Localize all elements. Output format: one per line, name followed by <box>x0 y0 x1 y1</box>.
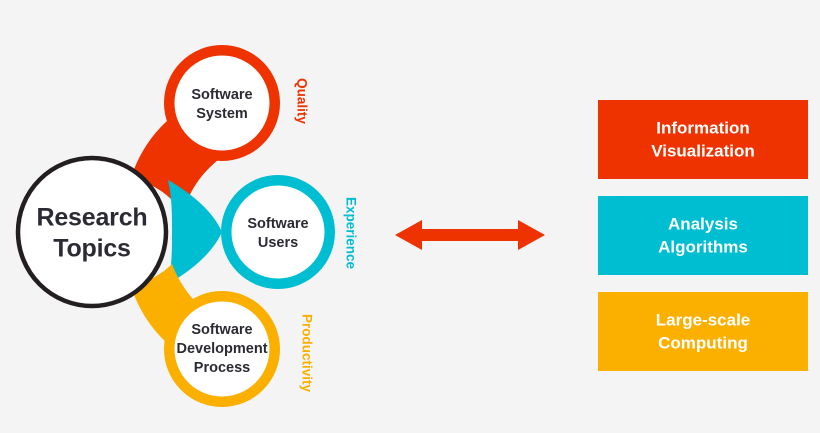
side-label-quality: Quality <box>294 78 309 124</box>
software-users-label-line1: Software <box>247 216 308 232</box>
connector-wedge-experience <box>168 180 222 284</box>
box-large-scale-computing[interactable]: Large-scale Computing <box>598 292 808 371</box>
branch-software-users[interactable]: Software Users <box>247 216 308 251</box>
sdp-label-line3: Process <box>194 360 250 376</box>
box-analysis-algorithms-bg <box>598 196 808 275</box>
box-information-visualization[interactable]: Information Visualization <box>598 100 808 179</box>
box-information-visualization-line2: Visualization <box>651 141 755 160</box>
face-software-users <box>231 185 325 279</box>
hub-node[interactable]: Research Topics <box>15 155 169 309</box>
branch-software-system[interactable]: Software System <box>191 87 252 122</box>
branch-software-development-process[interactable]: Software Development Process <box>176 322 267 376</box>
box-large-scale-computing-bg <box>598 292 808 371</box>
side-label-productivity: Productivity <box>299 314 314 393</box>
hub-label-line2: Topics <box>53 235 131 263</box>
box-information-visualization-line1: Information <box>656 118 750 137</box>
box-analysis-algorithms-line2: Algorithms <box>658 237 748 256</box>
ring-software-development-process <box>164 291 280 407</box>
branch-rings <box>164 45 335 407</box>
branch-faces <box>174 55 325 397</box>
sdp-label-line2: Development <box>176 341 267 357</box>
ring-software-users <box>221 175 335 289</box>
hub-label-line1: Research <box>37 204 148 232</box>
side-label-experience: Experience <box>343 197 358 270</box>
box-large-scale-computing-line1: Large-scale <box>656 310 751 329</box>
software-users-label-line2: Users <box>258 235 298 251</box>
hub-circle <box>15 155 169 309</box>
box-information-visualization-bg <box>598 100 808 179</box>
face-software-development-process <box>174 301 270 397</box>
box-analysis-algorithms-line1: Analysis <box>668 214 738 233</box>
box-large-scale-computing-line2: Computing <box>658 333 748 352</box>
ring-software-system <box>164 45 280 161</box>
box-analysis-algorithms[interactable]: Analysis Algorithms <box>598 196 808 275</box>
double-headed-arrow-icon <box>395 220 545 250</box>
software-system-label-line2: System <box>196 106 248 122</box>
sdp-label-line1: Software <box>191 322 252 338</box>
outcome-boxes: Information Visualization Analysis Algor… <box>598 100 808 371</box>
arrow-shape <box>395 220 545 250</box>
software-system-label-line1: Software <box>191 87 252 103</box>
face-software-system <box>174 55 270 151</box>
side-labels: Quality Experience Productivity <box>294 78 358 392</box>
